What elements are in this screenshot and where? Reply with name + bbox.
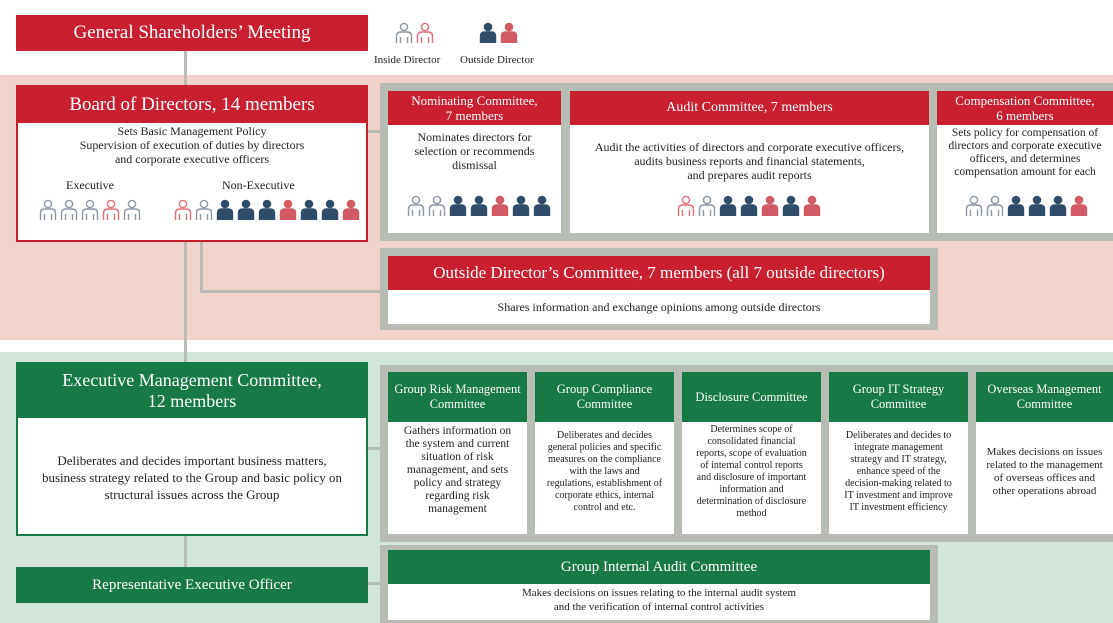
outside-director-icon [321,199,339,220]
legend-inside-icons [394,22,435,44]
legend-outside-icons [478,22,519,44]
outside-director-icon [470,195,488,216]
outside-director-icon [491,195,509,216]
inside-director-icon [60,199,78,220]
gsm-title: General Shareholders’ Meeting [73,22,311,43]
outside-director-icon [782,195,800,216]
connector-to-outside-committee-h [200,290,380,293]
group-internal-audit-committee-box: Group Internal Audit Committee Makes dec… [388,550,930,620]
it-strategy-committee-description: Deliberates and decides to integrate man… [844,430,953,513]
outside-director-icon [803,195,821,216]
legend: Inside Director Outside Director [372,20,552,66]
outside-directors-committee-description: Shares information and exchange opinions… [497,300,821,314]
audit-committee-box: Audit Committee, 7 members Audit the act… [570,91,929,233]
disclosure-committee-title: Disclosure Committee [682,372,821,422]
inside-director-icon [698,195,716,216]
board-box: Board of Directors, 14 members Sets Basi… [16,85,368,242]
connector-vertical-emc-rep [184,535,187,567]
overseas-management-committee-description: Makes decisions on issues related to the… [986,446,1103,497]
connector-board-committees [364,130,382,133]
disclosure-committee-description: Determines scope of consolidated financi… [696,424,807,519]
outside-director-icon [533,195,551,216]
connector-vertical-main [184,50,187,90]
outside-director-icon [279,199,297,220]
outside-director-icon [719,195,737,216]
inside-director-icon [395,22,413,43]
outside-director-icon [479,22,497,43]
compensation-committee-box: Compensation Committee, 6 members Sets p… [937,91,1113,233]
inside-director-icon [407,195,425,216]
outside-directors-committee-box: Outside Director’s Committee, 7 members … [388,256,930,324]
group-internal-audit-committee-description: Makes decisions on issues relating to th… [521,587,797,613]
non-executive-directors-icons [173,199,361,221]
outside-director-icon [740,195,758,216]
outside-director-icon [1028,195,1046,216]
overseas-management-committee-box: Overseas Management Committee Makes deci… [976,372,1113,534]
risk-management-committee-description: Gathers information on the system and cu… [403,425,512,515]
nominating-committee-icons [406,195,552,217]
representative-executive-officer-box: Representative Executive Officer [16,567,368,603]
connector-to-outside-committee [200,240,203,293]
outside-director-icon [300,199,318,220]
inside-director-icon [195,199,213,220]
connector-emc-committees [364,447,382,450]
compliance-committee-box: Group Compliance Committee Deliberates a… [535,372,674,534]
emc-description: Deliberates and decides important busine… [41,453,342,502]
risk-management-committee-title: Group Risk Management Committee [388,372,527,422]
outside-director-icon [342,199,360,220]
outside-directors-committee-title: Outside Director’s Committee, 7 members … [388,256,930,290]
inside-director-icon [416,22,434,43]
inside-director-icon [174,199,192,220]
nominating-committee-title: Nominating Committee, 7 members [388,91,561,125]
risk-management-committee-box: Group Risk Management Committee Gathers … [388,372,527,534]
group-internal-audit-committee-title: Group Internal Audit Committee [388,550,930,584]
inside-director-icon [986,195,1004,216]
executive-label: Executive [66,178,114,192]
executive-directors-icons [38,199,142,221]
outside-director-icon [761,195,779,216]
representative-executive-officer-title: Representative Executive Officer [92,576,292,593]
disclosure-committee-box: Disclosure Committee Determines scope of… [682,372,821,534]
inside-director-icon [123,199,141,220]
outside-director-icon [1070,195,1088,216]
non-executive-label: Non-Executive [222,178,295,192]
it-strategy-committee-box: Group IT Strategy Committee Deliberates … [829,372,968,534]
outside-director-icon [449,195,467,216]
emc-box: Executive Management Committee, 12 membe… [16,362,368,536]
gsm-box: General Shareholders’ Meeting [16,15,368,51]
connector-rep-giac [364,582,382,585]
audit-committee-title: Audit Committee, 7 members [570,91,929,125]
outside-director-icon [258,199,276,220]
board-description: Sets Basic Management Policy Supervision… [79,124,305,166]
outside-director-icon [1049,195,1067,216]
legend-inside-label: Inside Director [374,54,441,66]
audit-committee-description: Audit the activities of directors and co… [594,140,905,182]
it-strategy-committee-title: Group IT Strategy Committee [829,372,968,422]
overseas-management-committee-title: Overseas Management Committee [976,372,1113,422]
inside-director-icon [428,195,446,216]
board-title: Board of Directors, 14 members [18,87,366,123]
inside-director-icon [965,195,983,216]
inside-director-icon [39,199,57,220]
outside-director-icon [1007,195,1025,216]
inside-director-icon [677,195,695,216]
outside-director-icon [512,195,530,216]
inside-director-icon [102,199,120,220]
compensation-committee-description: Sets policy for compensation of director… [948,127,1102,178]
compliance-committee-description: Deliberates and decides general policies… [546,430,663,513]
compensation-committee-icons [964,195,1089,217]
nominating-committee-description: Nominates directors for selection or rec… [414,130,535,172]
compensation-committee-title: Compensation Committee, 6 members [937,91,1113,125]
outside-director-icon [500,22,518,43]
outside-director-icon [237,199,255,220]
legend-outside-label: Outside Director [460,54,534,66]
outside-director-icon [216,199,234,220]
compliance-committee-title: Group Compliance Committee [535,372,674,422]
audit-committee-icons [676,195,822,217]
nominating-committee-box: Nominating Committee, 7 members Nominate… [388,91,561,233]
inside-director-icon [81,199,99,220]
emc-title: Executive Management Committee, 12 membe… [18,364,366,418]
connector-vertical-board-emc [184,240,187,368]
